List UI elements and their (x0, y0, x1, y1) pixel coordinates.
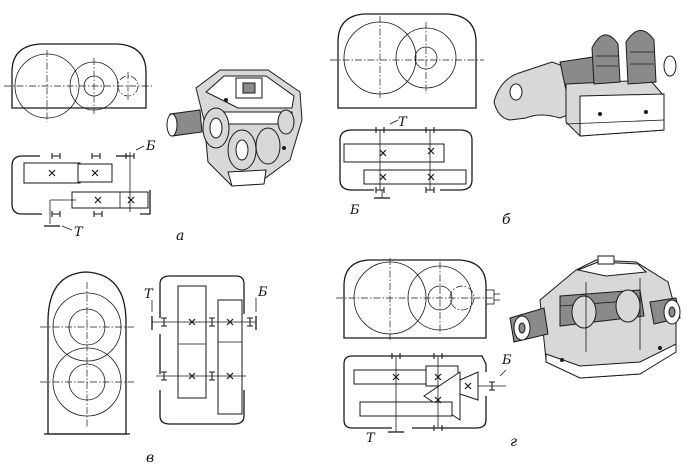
panel-a-output-shaft-label: Т (74, 225, 84, 240)
panel-v-input-shaft-label: Б (257, 285, 268, 300)
panel-g-housing-front-view (336, 258, 500, 340)
panel-g: Б Т г (336, 255, 681, 450)
panel-g-gearbox-3d-view (509, 255, 681, 379)
panel-v-output-shaft-label: Т (144, 287, 154, 302)
panel-g-caption: г (510, 434, 517, 450)
panel-v: Т Б в (40, 271, 268, 466)
panel-a-input-shaft-label: Б (145, 139, 156, 154)
panel-b: Т Б б (330, 13, 677, 228)
panel-a-caption: а (176, 228, 184, 244)
bearing-icon (93, 210, 103, 218)
panel-b-output-shaft-label: Т (398, 115, 408, 130)
panel-v-caption: в (146, 450, 154, 466)
panel-a-kinematic-scheme: Б Т (11, 139, 156, 240)
panel-b-housing-front-view (330, 13, 484, 109)
bearing-icon (51, 210, 61, 218)
panel-b-input-shaft-label: Б (349, 203, 360, 218)
panel-a-housing-front-view (4, 43, 152, 122)
panel-g-kinematic-scheme: Б Т (343, 352, 512, 446)
panel-v-kinematic-scheme: Т Б (144, 275, 268, 425)
panel-g-output-shaft-label: Т (366, 431, 376, 446)
panel-a-gearbox-3d-view (166, 69, 303, 187)
panel-b-gearbox-3d-view (493, 30, 677, 137)
panel-g-input-shaft-label: Б (501, 353, 512, 368)
panel-b-caption: б (502, 212, 511, 228)
bearing-icon (91, 152, 101, 160)
bearing-icon (51, 152, 61, 160)
panel-a: Б Т а (4, 43, 303, 244)
panel-b-kinematic-scheme: Т Б (339, 115, 473, 218)
panel-v-housing-front-view (40, 271, 134, 435)
